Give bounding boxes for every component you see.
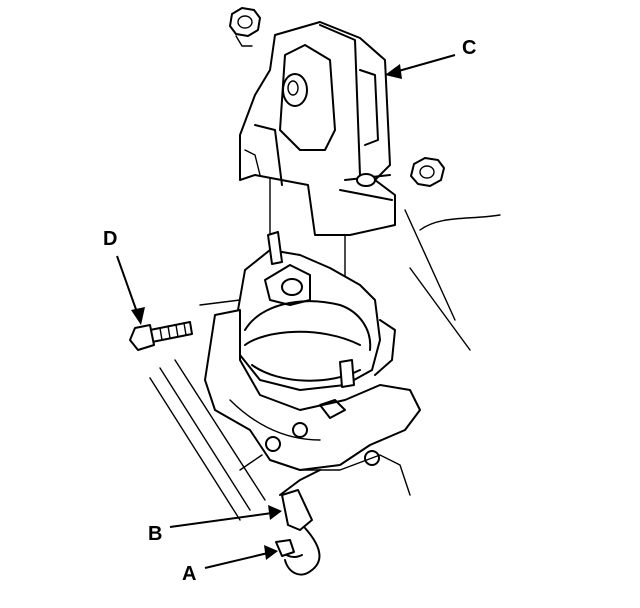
callout-c: C bbox=[385, 37, 476, 79]
callout-d-label: D bbox=[103, 228, 117, 250]
callout-a: A bbox=[182, 545, 278, 585]
callout-b: B bbox=[148, 505, 282, 545]
harness bbox=[275, 469, 321, 576]
base-plate bbox=[204, 309, 421, 496]
bolt-d bbox=[129, 321, 193, 351]
callout-c-label: C bbox=[462, 37, 476, 59]
callout-a-label: A bbox=[182, 563, 196, 585]
upper-mount-bracket bbox=[239, 21, 396, 236]
callout-b-label: B bbox=[148, 523, 162, 545]
lower-mount bbox=[237, 231, 396, 391]
nut-right bbox=[410, 157, 445, 187]
nut-top-left bbox=[229, 7, 261, 47]
callout-d: D bbox=[103, 228, 145, 325]
